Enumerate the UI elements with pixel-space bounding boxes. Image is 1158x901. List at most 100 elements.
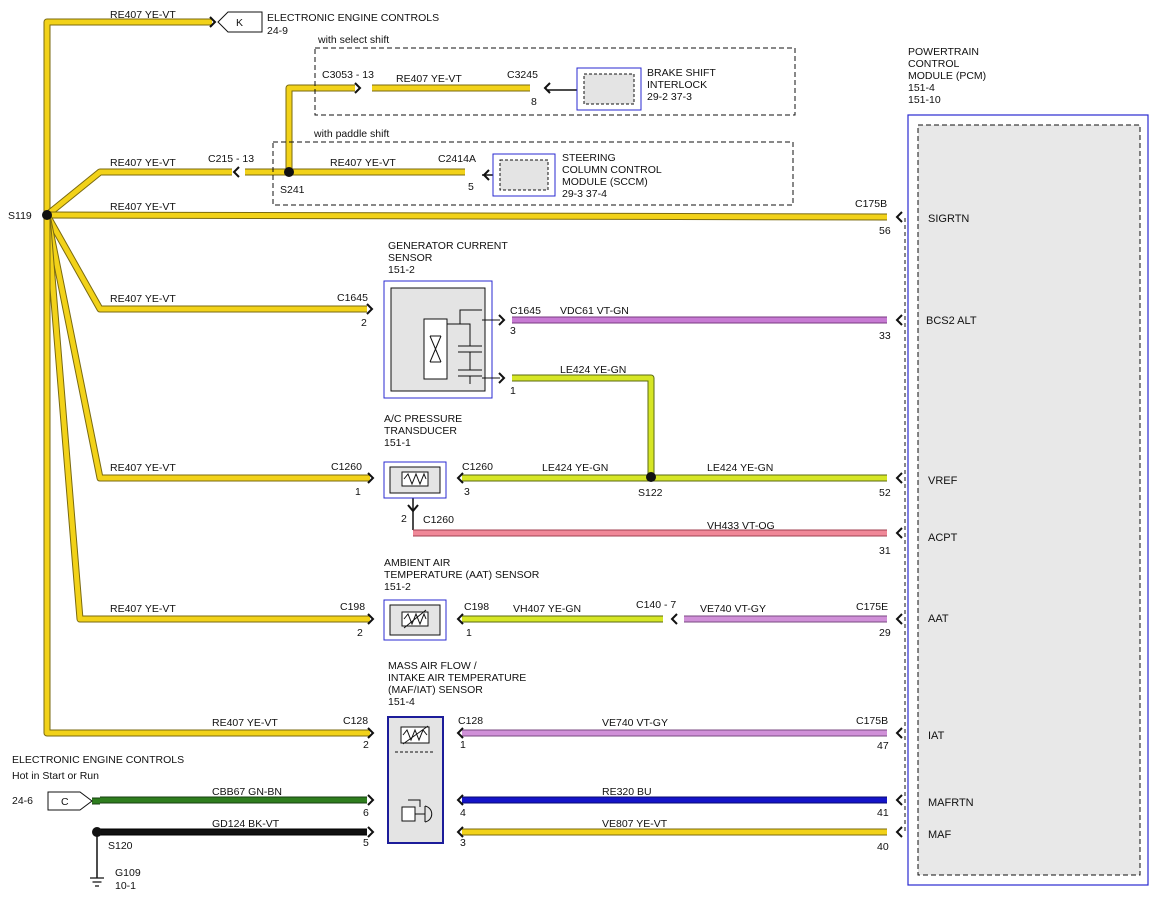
conn-c3245: C3245 [507, 69, 538, 81]
wire-label-le424-right: LE424 YE-GN [707, 462, 773, 474]
pin-33: 33 [879, 330, 891, 342]
splice-s122-label: S122 [638, 487, 663, 499]
sccm-label-3: MODULE (SCCM) [562, 176, 648, 188]
conn-c198-left-pin: 2 [357, 627, 363, 639]
wire-re407-k[interactable] [44, 19, 212, 215]
generator-current-sensor[interactable] [383, 280, 500, 399]
wire-label-sigrtn-left: RE407 YE-VT [110, 201, 176, 213]
wire-re407-c3053[interactable] [286, 85, 355, 172]
pcm-pin-aat: AAT [928, 613, 949, 625]
conn-c1645-pin3: 3 [510, 325, 516, 337]
ref-c-title: ELECTRONIC ENGINE CONTROLS [12, 754, 184, 766]
pcm-title-3: MODULE (PCM) [908, 70, 986, 82]
acp-label-2: TRANSDUCER [384, 425, 457, 437]
ref-flag-c[interactable]: C [47, 791, 93, 811]
sccm[interactable] [492, 153, 556, 197]
maf-label-3: (MAF/IAT) SENSOR [388, 684, 483, 696]
wire-label-le424-mid: LE424 YE-GN [542, 462, 608, 474]
conn-c128-right-pin3: 3 [460, 837, 466, 849]
select-shift-box [314, 47, 796, 116]
maf-coil-icon [408, 799, 433, 823]
splice-s120[interactable] [92, 827, 102, 837]
arr-maf [895, 826, 903, 838]
pcm-pin-maf: MAF [928, 829, 952, 841]
arr-aat [895, 613, 903, 625]
arr-ve807 [456, 826, 464, 838]
ref-k-letter: K [236, 17, 243, 29]
conn-c1260-right: C1260 [462, 461, 493, 473]
aat-label-1: AMBIENT AIR [384, 557, 451, 569]
conn-c3245-pin: 8 [531, 96, 537, 108]
ref-k-page: 24-9 [267, 25, 288, 37]
iat-thermistor-icon [402, 725, 429, 745]
acp-ref: 151-1 [384, 437, 411, 449]
pcm-pin-vref: VREF [928, 475, 958, 487]
arr-sig [895, 211, 903, 223]
splice-s241[interactable] [284, 167, 294, 177]
sccm-body [499, 159, 549, 191]
pin-56: 56 [879, 225, 891, 237]
arr-c215 [232, 166, 240, 178]
ref-c-page: 24-6 [12, 795, 33, 807]
maf-iat-sensor[interactable] [387, 716, 444, 844]
brake-shift-interlock[interactable] [576, 67, 642, 111]
wire-label-bcs2: VDC61 VT-GN [560, 305, 629, 317]
aat-label-2: TEMPERATURE (AAT) SENSOR [384, 569, 540, 581]
conn-c128-right: C128 [458, 715, 483, 727]
conn-c198-right: C198 [464, 601, 489, 613]
conn-c175b-sigrtn: C175B [855, 198, 887, 210]
wire-le424-top[interactable] [512, 375, 654, 477]
maf-element [401, 806, 416, 822]
arr-vref [895, 472, 903, 484]
wire-label-c3053: RE407 YE-VT [396, 73, 462, 85]
gcs-element-icon [429, 335, 442, 363]
wire-re407-aat-edge [43, 214, 370, 623]
aat-sensor[interactable] [383, 599, 447, 641]
conn-c2414a-pin: 5 [468, 181, 474, 193]
conn-c1260-bottom: C1260 [423, 514, 454, 526]
ground-g109 [90, 832, 104, 887]
wire-label-le424-top: LE424 YE-GN [560, 364, 626, 376]
ground-icon [90, 877, 104, 887]
conn-c198-right-pin: 1 [466, 627, 472, 639]
splice-s119[interactable] [42, 210, 52, 220]
paddle-shift-label: with paddle shift [313, 128, 389, 140]
wire-re407-ac[interactable] [44, 214, 370, 481]
arr-ac-r [456, 472, 464, 484]
conn-c1260-left: C1260 [331, 461, 362, 473]
wire-re407-iat[interactable] [44, 215, 370, 736]
wire-label-iat-left: RE407 YE-VT [212, 717, 278, 729]
wire-label-ve740-iat: VE740 VT-GY [602, 717, 668, 729]
ref-c-letter: C [61, 796, 69, 808]
wire-re407-sigrtn[interactable] [46, 212, 888, 220]
wire-re407-gcs[interactable] [44, 213, 367, 312]
conn-c2414a: C2414A [438, 153, 476, 165]
pcm-module[interactable]: POWERTRAIN CONTROL MODULE (PCM) 151-4 15… [904, 46, 1149, 886]
conn-c140: C140 - 7 [636, 599, 676, 611]
splice-s122[interactable] [646, 472, 656, 482]
pcm-ref-1: 151-4 [908, 82, 935, 94]
wire-layer [43, 16, 903, 838]
ac-pressure-transducer[interactable] [383, 461, 447, 499]
conn-c1260-right-pin: 3 [464, 486, 470, 498]
conn-c3053: C3053 - 13 [322, 69, 374, 81]
wire-re407-aat[interactable] [44, 214, 370, 622]
conn-c1645-pin1: 1 [510, 385, 516, 397]
ref-flag-k[interactable]: K [217, 11, 263, 33]
wire-re407-k-edge [43, 18, 212, 215]
wire-label-c2414: RE407 YE-VT [330, 157, 396, 169]
conn-c1260-left-pin: 1 [355, 486, 361, 498]
maf-label-2: INTAKE AIR TEMPERATURE [388, 672, 526, 684]
arr-c2414 [482, 169, 490, 181]
pin-41: 41 [877, 807, 889, 819]
pcm-pin-acpt: ACPT [928, 532, 958, 544]
wire-label-re320: RE320 BU [602, 786, 652, 798]
wire-re407-c215[interactable] [45, 169, 232, 217]
wire-label-ve740-aat: VE740 VT-GY [700, 603, 766, 615]
pcm-title-1: POWERTRAIN [908, 46, 979, 58]
wire-label-ve807: VE807 YE-VT [602, 818, 668, 830]
conn-c128-left-pin5: 5 [363, 837, 369, 849]
wire-label-vh433: VH433 VT-OG [707, 520, 775, 532]
paddle-shift-box [272, 141, 794, 206]
pin-31: 31 [879, 545, 891, 557]
